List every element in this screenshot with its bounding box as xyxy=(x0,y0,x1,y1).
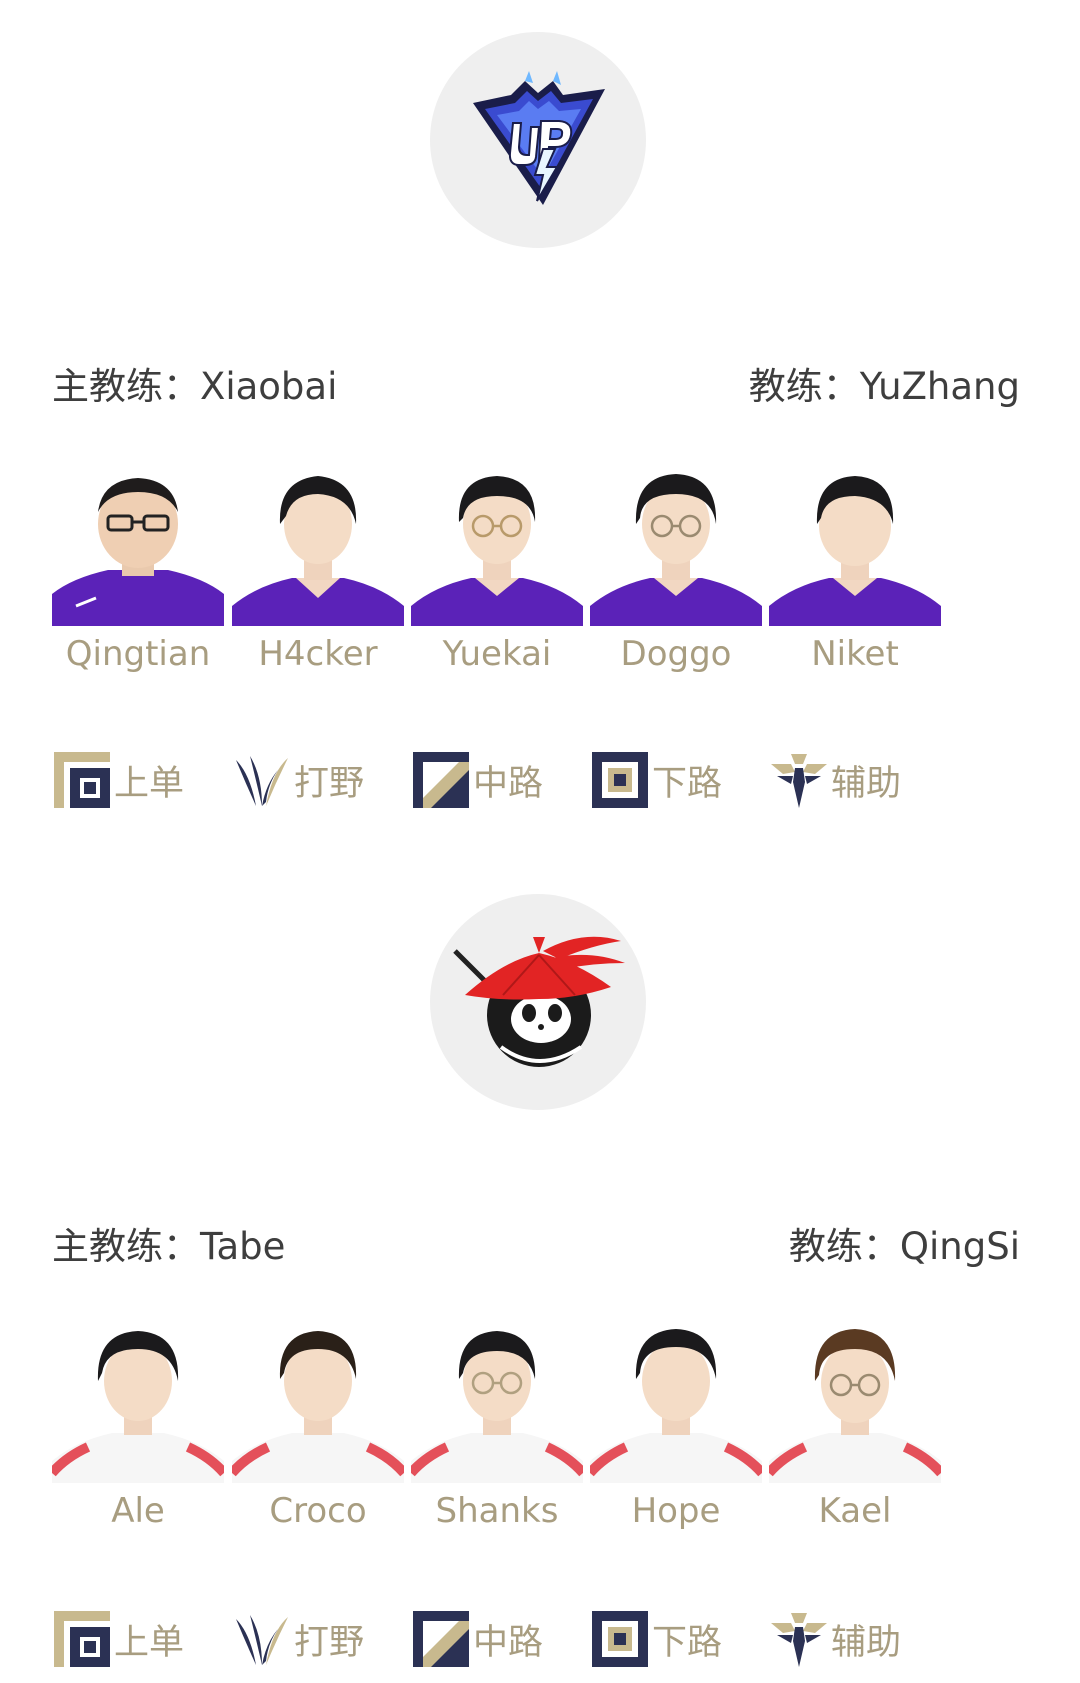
role-label: 上单 xyxy=(114,1622,185,1663)
player-photo-icon xyxy=(411,1323,583,1483)
player-card[interactable]: Ale xyxy=(52,1323,224,1543)
player-photo-icon xyxy=(590,1323,762,1483)
player-name: Kael xyxy=(818,1491,892,1531)
player-name: Croco xyxy=(269,1491,367,1531)
role-label: 打野 xyxy=(294,1622,365,1663)
player-name: Yuekai xyxy=(442,634,552,674)
role-label: 打野 xyxy=(294,763,365,804)
bot-lane-icon xyxy=(592,1611,648,1667)
player-photo-icon xyxy=(232,466,404,626)
player-name: Shanks xyxy=(435,1491,559,1531)
al-panda-logo-icon[interactable] xyxy=(430,894,646,1110)
jungle-icon xyxy=(236,756,288,806)
players-row: Ale Croco xyxy=(52,1323,1020,1543)
top-lane-icon xyxy=(54,1611,110,1667)
player-card[interactable]: Doggo xyxy=(590,466,762,686)
role-jungle: 打野 xyxy=(232,745,422,815)
player-card[interactable]: Shanks xyxy=(411,1323,583,1543)
support-icon xyxy=(771,754,827,808)
player-card[interactable]: Yuekai xyxy=(411,466,583,686)
role-label: 中路 xyxy=(473,763,544,804)
role-mid: 中路 xyxy=(411,1604,601,1674)
role-support: 辅助 xyxy=(769,745,959,815)
role-mid: 中路 xyxy=(411,745,601,815)
jungle-icon xyxy=(236,1615,288,1665)
player-photo-icon xyxy=(590,466,762,626)
player-name: Qingtian xyxy=(65,634,211,674)
player-card[interactable]: Croco xyxy=(232,1323,404,1543)
player-name: Doggo xyxy=(620,634,732,674)
player-card[interactable]: Qingtian xyxy=(52,466,224,686)
up-team-logo-icon[interactable] xyxy=(430,32,646,248)
role-label: 上单 xyxy=(114,763,185,804)
players-row: Qingtian H4cker xyxy=(52,466,1020,686)
player-photo-icon xyxy=(232,1323,404,1483)
support-icon xyxy=(771,1613,827,1667)
roles-row: 上单 打野 中路 xyxy=(52,1604,1020,1674)
mid-lane-icon xyxy=(413,752,469,808)
coach-label: 教练：QingSi xyxy=(788,1225,1020,1268)
player-card[interactable]: Niket xyxy=(769,466,941,686)
player-photo-icon xyxy=(411,466,583,626)
role-label: 辅助 xyxy=(831,1622,902,1663)
role-top: 上单 xyxy=(52,1604,242,1674)
role-label: 下路 xyxy=(652,1622,723,1663)
top-lane-icon xyxy=(54,752,110,808)
player-name: Ale xyxy=(111,1491,165,1531)
coach-label: 教练：YuZhang xyxy=(748,365,1020,408)
coach-row: 主教练：Xiaobai 教练：YuZhang xyxy=(52,356,1020,410)
player-card[interactable]: H4cker xyxy=(232,466,404,686)
player-name: H4cker xyxy=(258,634,378,674)
role-jungle: 打野 xyxy=(232,1604,422,1674)
player-photo-icon xyxy=(52,466,224,626)
player-name: Hope xyxy=(631,1491,721,1531)
coach-row: 主教练：Tabe 教练：QingSi xyxy=(52,1216,1020,1270)
player-photo-icon xyxy=(52,1323,224,1483)
role-bot: 下路 xyxy=(590,745,780,815)
role-label: 辅助 xyxy=(831,763,902,804)
role-label: 中路 xyxy=(473,1622,544,1663)
role-label: 下路 xyxy=(652,763,723,804)
player-photo-icon xyxy=(769,1323,941,1483)
role-top: 上单 xyxy=(52,745,242,815)
head-coach-label: 主教练：Tabe xyxy=(52,1225,286,1268)
bot-lane-icon xyxy=(592,752,648,808)
role-bot: 下路 xyxy=(590,1604,780,1674)
player-photo-icon xyxy=(769,466,941,626)
role-support: 辅助 xyxy=(769,1604,959,1674)
player-name: Niket xyxy=(811,634,899,674)
mid-lane-icon xyxy=(413,1611,469,1667)
head-coach-label: 主教练：Xiaobai xyxy=(52,365,338,408)
roles-row: 上单 打野 中路 xyxy=(52,745,1020,815)
player-card[interactable]: Kael xyxy=(769,1323,941,1543)
player-card[interactable]: Hope xyxy=(590,1323,762,1543)
